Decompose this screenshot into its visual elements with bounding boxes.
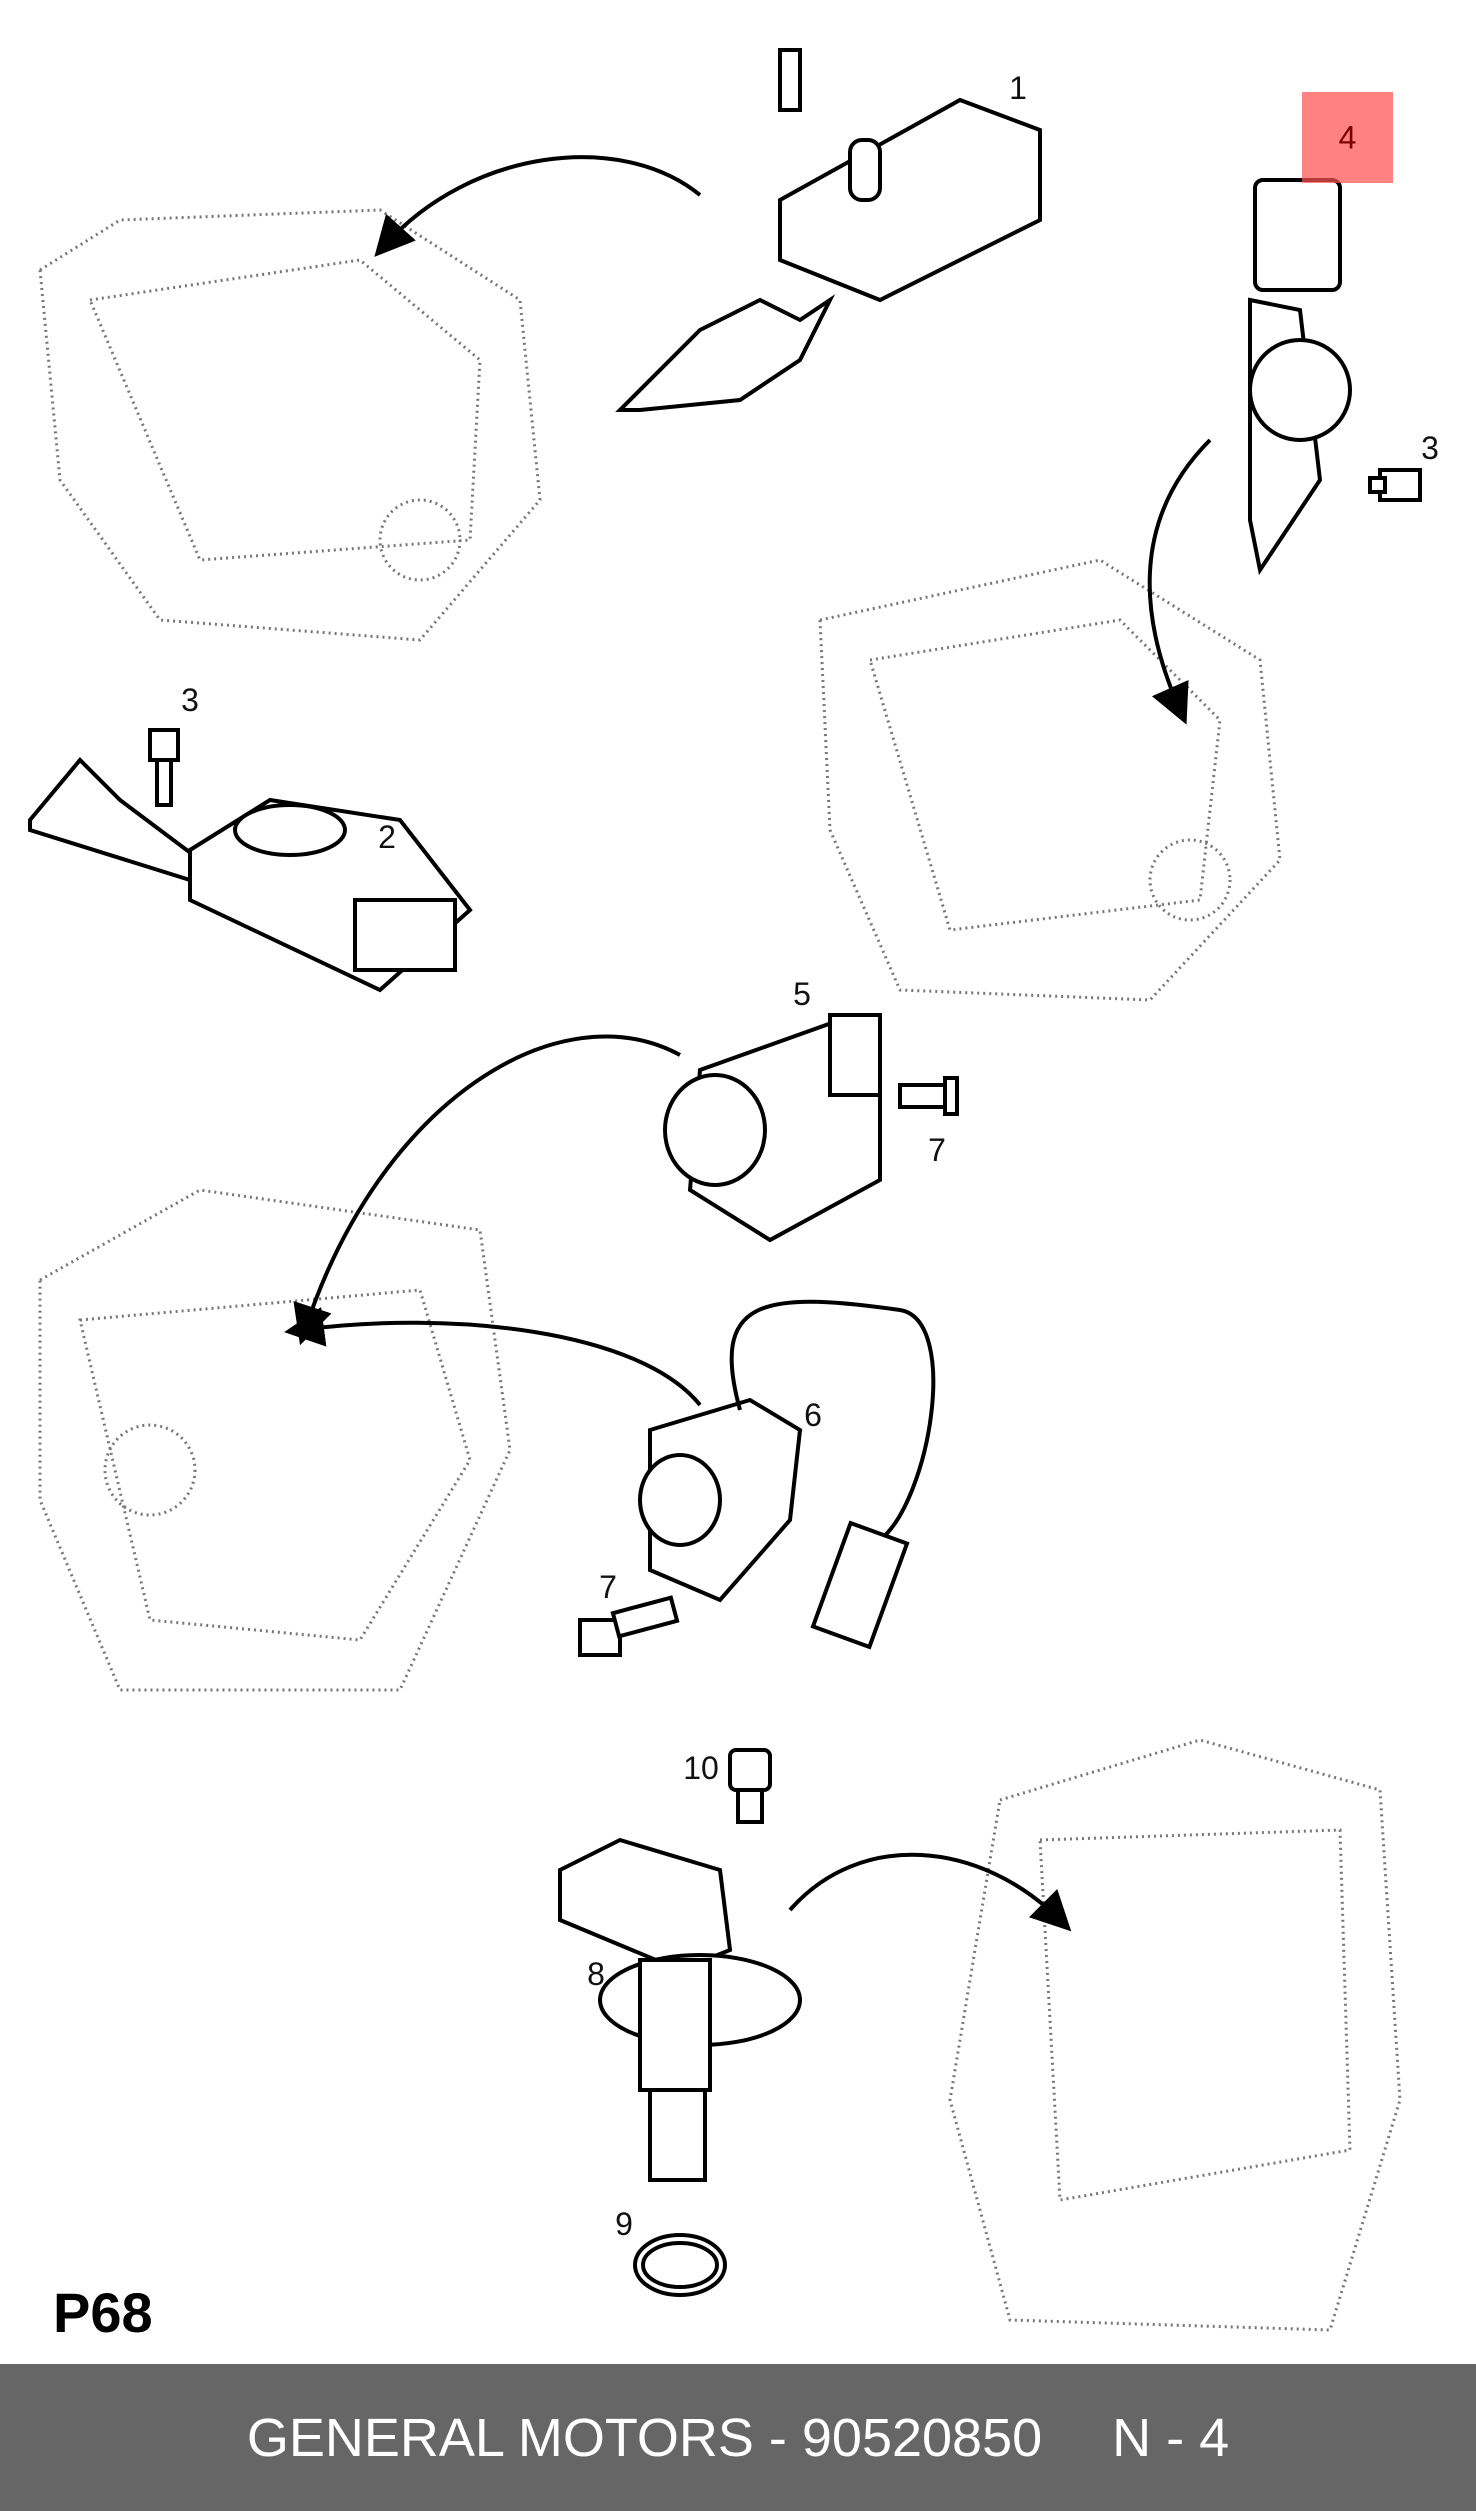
engine-illustration-3 bbox=[38, 1188, 512, 1692]
highlighted-callout-4[interactable]: 4 bbox=[1302, 92, 1393, 183]
footer-bar: GENERAL MOTORS - 90520850 N - 4 bbox=[0, 2364, 1476, 2511]
engine-illustration-2 bbox=[818, 558, 1282, 1002]
callout-9: 9 bbox=[615, 2206, 633, 2242]
part-10-bolt bbox=[728, 1748, 772, 1824]
parts-diagram bbox=[28, 48, 1422, 2332]
part-3-bolt bbox=[1368, 468, 1422, 502]
callout-10: 10 bbox=[683, 1750, 719, 1786]
callout-4: 4 bbox=[1338, 119, 1357, 155]
callout-1: 1 bbox=[1009, 70, 1027, 106]
part-4-sensor bbox=[1248, 178, 1352, 576]
part-7-bolt-lower bbox=[578, 1595, 680, 1657]
callout-3: 3 bbox=[1421, 430, 1439, 466]
part-3-bolt-left bbox=[148, 728, 180, 807]
part-8-sensor bbox=[558, 1837, 802, 2182]
footer-ref: N - 4 bbox=[1112, 2407, 1230, 2468]
part-6-sensor bbox=[638, 1299, 936, 1650]
engine-illustration-1 bbox=[38, 208, 542, 642]
footer-part-number: GENERAL MOTORS - 90520850 bbox=[246, 2407, 1043, 2468]
callout-6: 6 bbox=[804, 1397, 822, 1433]
callout-8: 8 bbox=[587, 1956, 605, 1992]
callout-2: 2 bbox=[378, 819, 396, 855]
part-1-sensor bbox=[615, 48, 1042, 412]
part-2-sensor bbox=[28, 757, 473, 993]
engine-illustration-4 bbox=[948, 1738, 1402, 2332]
callout-7-lower: 7 bbox=[599, 1569, 617, 1605]
part-7-bolt bbox=[898, 1076, 959, 1116]
page-code: P68 bbox=[53, 2281, 153, 2344]
part-9-oring bbox=[633, 2233, 727, 2297]
part-5-valve bbox=[663, 1013, 882, 1243]
callout-3-left: 3 bbox=[181, 682, 199, 718]
callout-5: 5 bbox=[793, 976, 811, 1012]
callout-7: 7 bbox=[928, 1132, 946, 1168]
